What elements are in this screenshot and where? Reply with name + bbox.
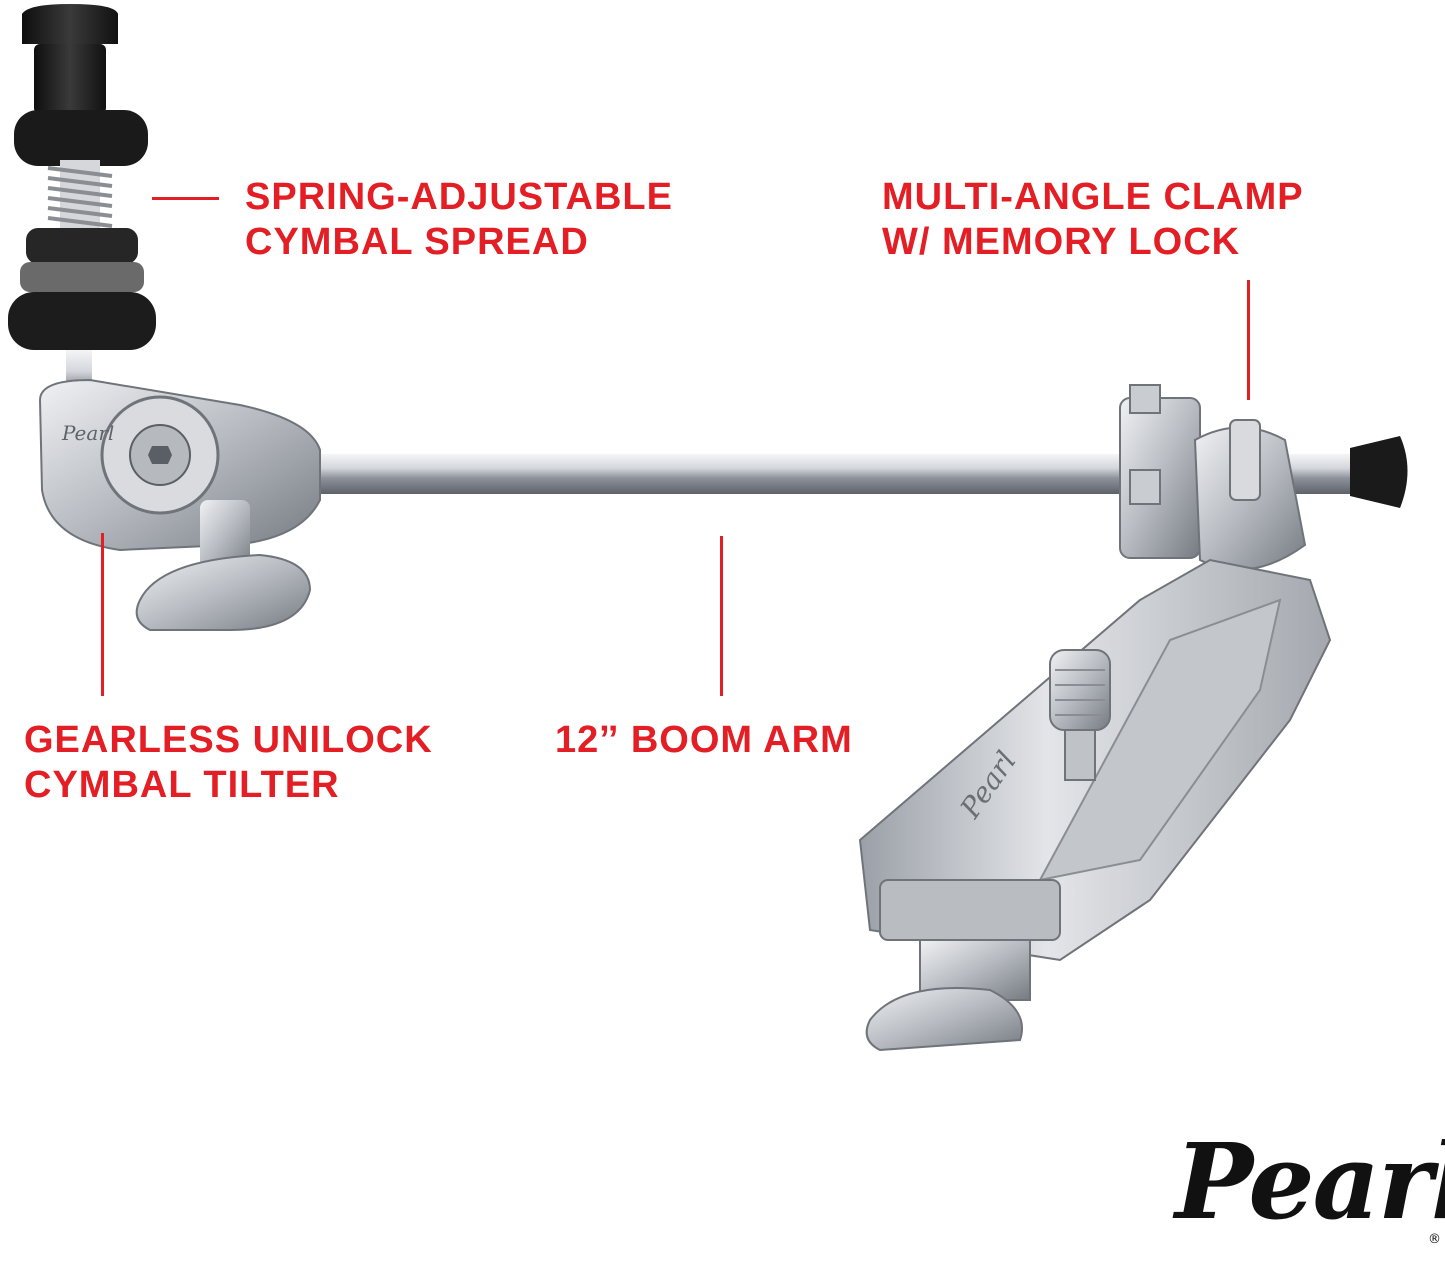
tilter-body: Pearl bbox=[38, 378, 321, 552]
registered-mark: ® bbox=[1428, 1232, 1441, 1247]
clamp-wing-screw bbox=[865, 939, 1031, 1052]
callout-spring-line2: CYMBAL SPREAD bbox=[245, 221, 589, 263]
callout-boom: 12ˮ BOOM ARM bbox=[555, 718, 853, 763]
boom-arm-rod bbox=[250, 454, 1360, 494]
spring bbox=[47, 160, 113, 230]
svg-text:Pearl: Pearl bbox=[61, 421, 114, 445]
callout-clamp-line2: W/ MEMORY LOCK bbox=[882, 221, 1241, 263]
callout-tilter: GEARLESS UNILOCK CYMBAL TILTER bbox=[24, 718, 433, 808]
callout-tilter-line2: CYMBAL TILTER bbox=[24, 764, 340, 806]
pearl-logo: Pearl bbox=[1175, 1120, 1445, 1243]
tilter-wing-screw bbox=[135, 500, 312, 631]
leader-tilter bbox=[101, 533, 104, 696]
callout-spring-line1: SPRING-ADJUSTABLE bbox=[245, 176, 673, 218]
leader-boom bbox=[720, 536, 723, 696]
callout-clamp: MULTI-ANGLE CLAMP W/ MEMORY LOCK bbox=[882, 175, 1304, 265]
callout-tilter-line1: GEARLESS UNILOCK bbox=[24, 719, 433, 761]
felt-washers bbox=[8, 228, 156, 350]
callout-spring: SPRING-ADJUSTABLE CYMBAL SPREAD bbox=[245, 175, 673, 265]
callout-boom-line1: 12ˮ BOOM ARM bbox=[555, 719, 853, 761]
memory-lock-knob bbox=[1049, 649, 1111, 781]
callout-clamp-line1: MULTI-ANGLE CLAMP bbox=[882, 176, 1304, 218]
cymbal-wing-nut bbox=[14, 4, 148, 166]
boom-end-cap bbox=[1350, 436, 1408, 508]
leader-spring bbox=[152, 197, 219, 200]
leader-clamp bbox=[1247, 280, 1250, 400]
clamp-head bbox=[1119, 384, 1307, 571]
